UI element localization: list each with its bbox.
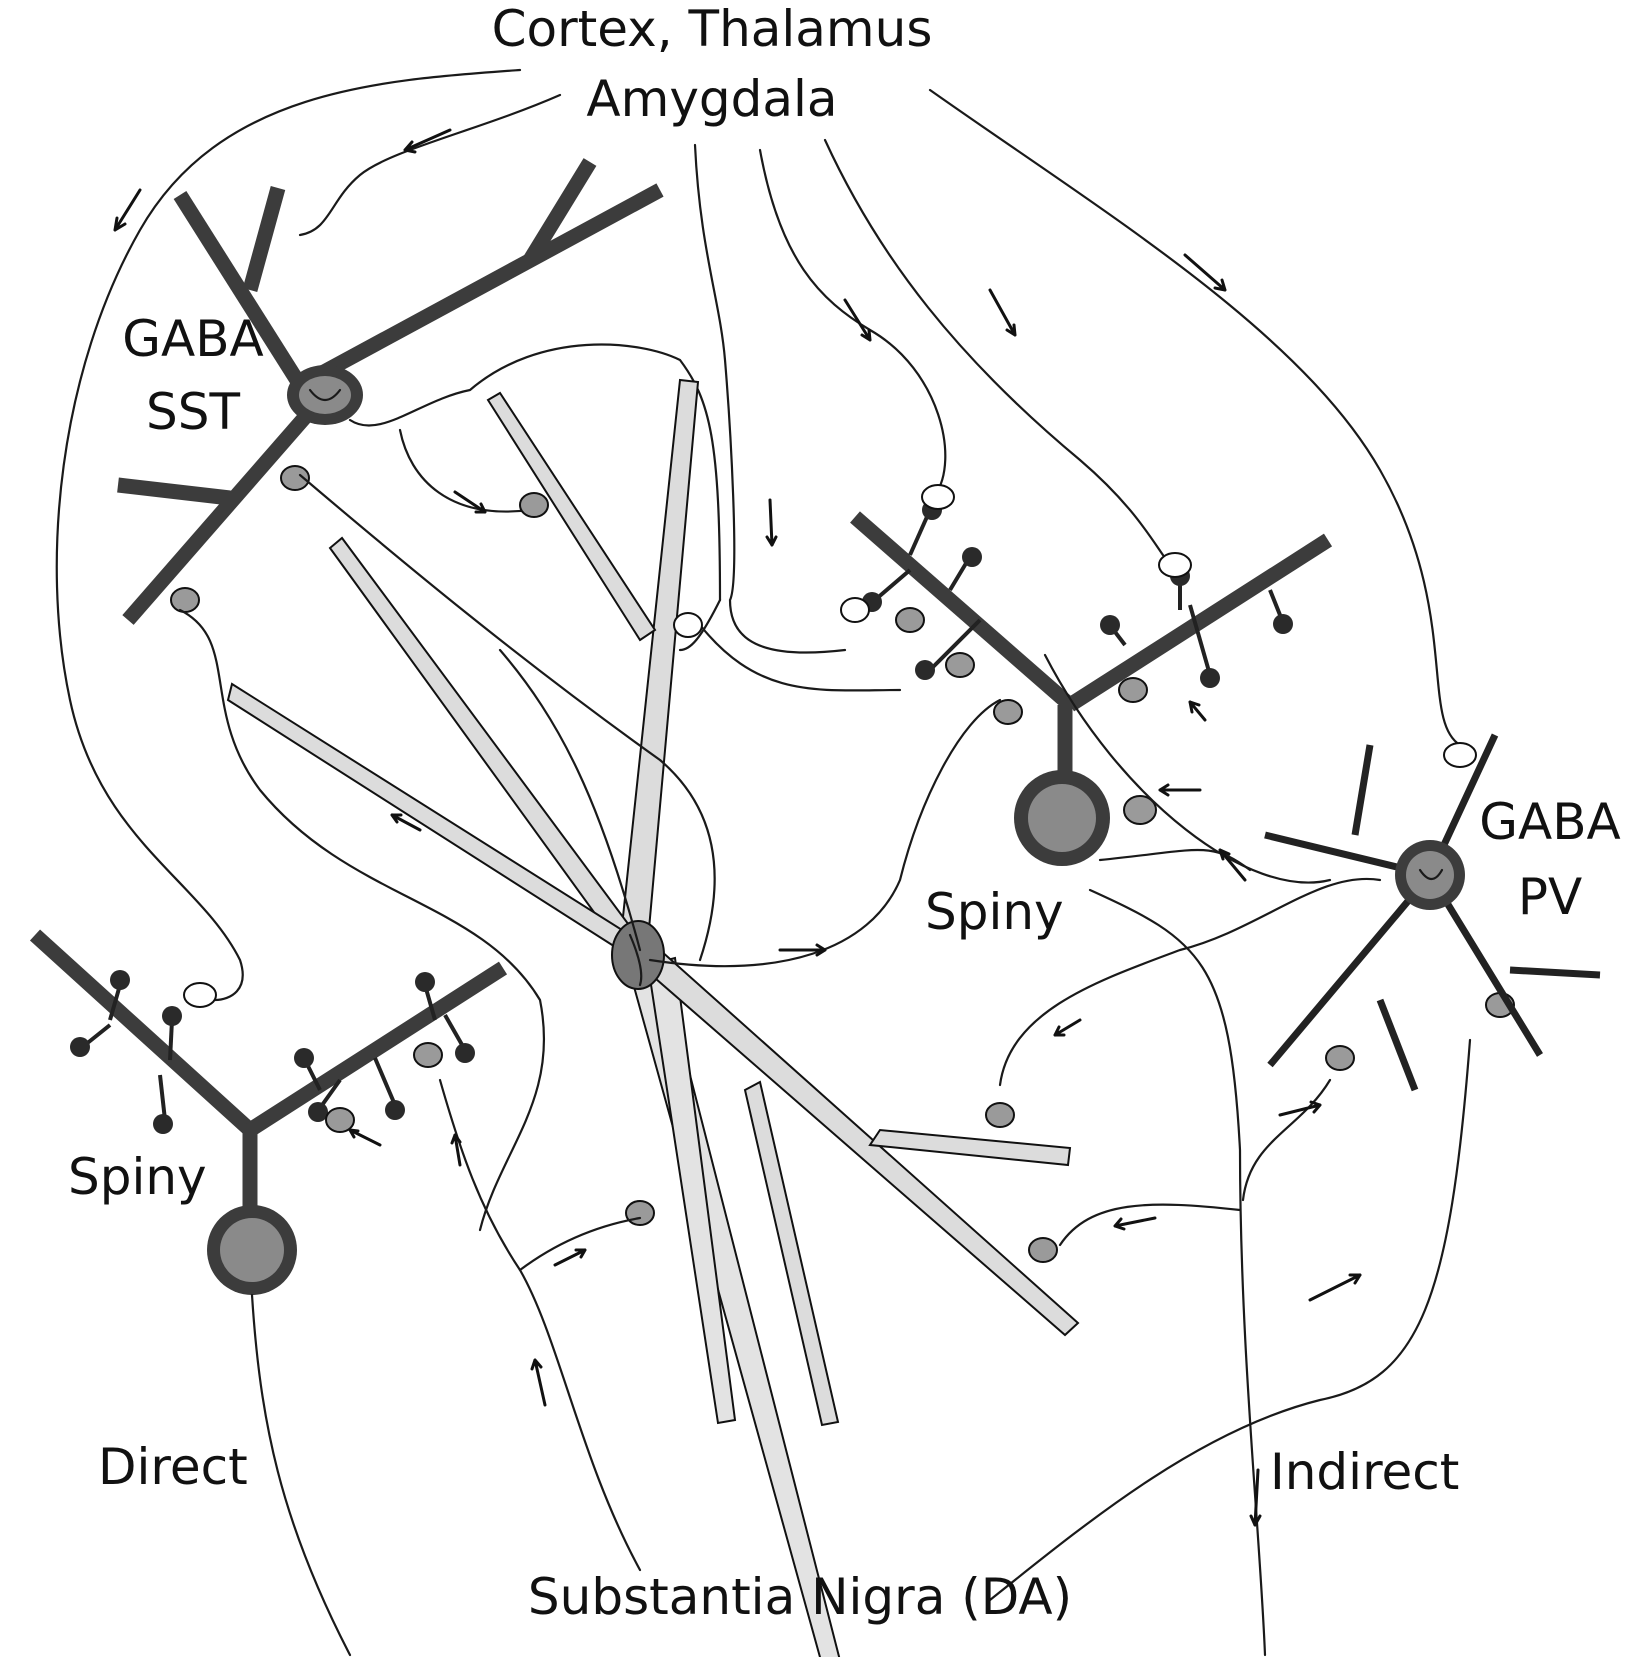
indirect-pathway-label: Indirect (1270, 1443, 1460, 1501)
gaba-pv-neuron (1264, 733, 1601, 1092)
synaptic-terminals-right (673, 484, 1477, 825)
gaba-pv-label-line2: PV (1517, 868, 1583, 926)
gaba-sst-label-line1: GABA (122, 310, 264, 368)
amygdala-label: Amygdala (586, 70, 838, 128)
gaba-pv-label-line1: GABA (1479, 793, 1621, 851)
spines-left (70, 970, 475, 1134)
cortex-thalamus-label: Cortex, Thalamus (491, 0, 933, 58)
gaba-sst-neuron (117, 158, 664, 625)
gaba-sst-label-line2: SST (145, 383, 241, 441)
spiny-left-label: Spiny (68, 1148, 207, 1206)
cholinergic-interneuron (226, 378, 1080, 1657)
direction-arrows (113, 128, 1362, 1527)
substantia-nigra-label: Substantia Nigra (DA) (527, 1568, 1073, 1626)
spiny-neuron-indirect (673, 484, 1477, 866)
direct-pathway-label: Direct (98, 1438, 248, 1496)
spines-right (862, 500, 1293, 688)
efferent-fibers (178, 473, 1472, 1657)
spiny-right-label: Spiny (925, 883, 1064, 941)
